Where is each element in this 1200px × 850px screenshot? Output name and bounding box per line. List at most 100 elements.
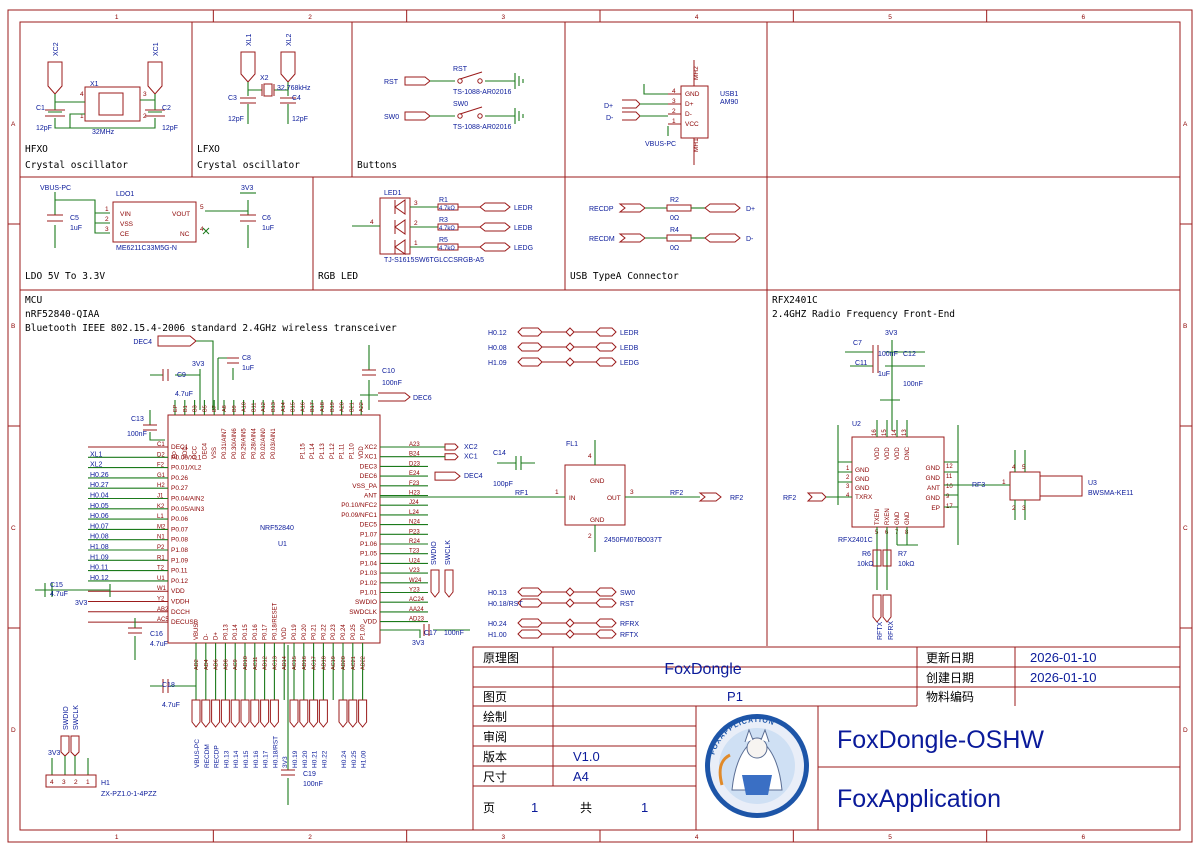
- mcu-net-bottom: H0.16: [253, 750, 260, 768]
- rfx-pin-name: GND: [855, 485, 870, 492]
- rfx-pin-name: ANT: [927, 485, 940, 492]
- mcu-pin-num: AC21: [351, 656, 357, 670]
- tb-project: FoxDongle-OSHW: [837, 726, 1044, 754]
- mcu-pin-num: A14: [281, 402, 287, 412]
- c10-ref: C10: [382, 368, 395, 375]
- mcu-pin-num: AC17: [312, 656, 318, 670]
- ldo-title: LDO 5V To 3.3V: [25, 271, 105, 282]
- button-net-label: SW0: [384, 114, 399, 121]
- h1-pin: 1: [86, 779, 90, 786]
- mcu-pin-num: B15: [291, 402, 297, 412]
- tb-label-total: 共: [580, 801, 592, 815]
- usb1-pin-num: 4: [672, 88, 676, 95]
- mcu-pin-num: B24: [409, 452, 420, 458]
- resistor-ref: R2: [670, 197, 679, 204]
- mcu-pin-num: Y2: [157, 597, 165, 603]
- netmap-from: H0.08: [488, 345, 507, 352]
- c1-ref: C1: [36, 105, 45, 112]
- title-block: 原理图 FoxDongle 更新日期 2026-01-10 创建日期 2026-…: [472, 646, 1181, 831]
- rfx-pin-name: GND: [926, 495, 941, 502]
- mcu-pin-num: AD22: [361, 656, 367, 670]
- fl1-pin-num: 1: [555, 489, 559, 496]
- mcu-pin-name: P0.22: [321, 624, 327, 640]
- led-net-label: LEDB: [514, 225, 533, 232]
- mcu-pin-num: B17: [310, 402, 316, 412]
- rfx-pin-name: TXEN: [875, 509, 881, 525]
- usb1-ref: USB1: [720, 91, 738, 98]
- mcu-net-port: [309, 699, 319, 728]
- u3-pin: 5: [1022, 464, 1026, 471]
- mcu-pin-num: B11: [251, 403, 257, 412]
- rfx-pin-name: VDD: [895, 447, 901, 460]
- mcu-pin-num: E24: [409, 471, 420, 477]
- button-net-port: [404, 111, 431, 121]
- mcu-pin-num: A8: [222, 405, 228, 412]
- mcu-pin-num: AD14: [282, 656, 288, 670]
- mcu-pin-name: P1.15: [300, 443, 306, 459]
- netmap-link: [542, 598, 596, 608]
- mcu-net-bottom: H0.20: [302, 750, 309, 768]
- mcu-pin-num: W24: [409, 578, 422, 584]
- mcu-pin-num: AD12: [263, 656, 269, 670]
- hfxo-title: HFXO: [25, 144, 48, 155]
- rfx-rf3-net: RF3: [972, 482, 985, 489]
- c5-ref: C5: [70, 215, 79, 222]
- h1-net-swdio: SWDIO: [63, 706, 70, 730]
- mcu-pin-num: D23: [409, 461, 421, 467]
- mcu-pin-num: AD6: [214, 659, 220, 670]
- mcu-net-bottom: H0.13: [223, 750, 230, 768]
- rfx-pin-name: RXEN: [885, 508, 891, 525]
- mcu-net-port: [358, 699, 368, 728]
- ldo-pin-num: 5: [200, 204, 204, 211]
- mcu-3v3-right: 3V3: [412, 640, 425, 647]
- mcu-net-left: H0.26: [90, 472, 109, 479]
- usb1-pin-num: 1: [672, 118, 676, 125]
- mcu-pin-num: R24: [409, 539, 421, 545]
- tb-company: FoxApplication: [837, 785, 1001, 813]
- mcu-net-left: H0.06: [90, 513, 109, 520]
- c17-ref: C17: [424, 630, 437, 637]
- mcu-pin-name: DEC1: [171, 444, 189, 451]
- mcu-pin-name: VDD: [282, 627, 288, 640]
- mcu-pin-name: P1.11: [340, 443, 346, 459]
- c14-value: 100pF: [493, 481, 513, 488]
- c5-value: 1uF: [70, 225, 82, 232]
- led1-pin: 1: [414, 240, 418, 247]
- mcu-pin-name: P0.14: [233, 624, 239, 640]
- x2-value: 32.768kHz: [277, 85, 311, 92]
- mcu-pin-name: P0.18/RESET: [272, 602, 278, 640]
- mcu-net-port: [318, 699, 328, 728]
- frame-column-label: 1: [115, 14, 119, 21]
- netmap-from: H0.13: [488, 590, 507, 597]
- c16-value: 4.7uF: [150, 641, 168, 648]
- mcu-pin-num: AD4: [204, 659, 210, 670]
- mcu-pin-name: P0.01/XL2: [171, 465, 202, 472]
- mcu-pin-num: M2: [157, 524, 166, 530]
- mcu-pin-name: P1.00: [361, 624, 367, 640]
- usb1-net-dp: D+: [604, 103, 613, 110]
- mcu-pin-name: VDD: [171, 588, 185, 595]
- mcu-pin-name: P0.30/AIN6: [232, 428, 238, 459]
- net-xl2: XL2: [286, 33, 293, 46]
- company-logo: FOXAPPLICATION: [705, 714, 809, 818]
- button-part: TS-1088-AR02016: [453, 124, 511, 131]
- resistor-value: 4.7kΩ: [439, 226, 455, 232]
- mcu-swd-port: [444, 569, 454, 598]
- mcu-pin-num: AC19: [331, 656, 337, 670]
- mcu-pin-num: K2: [157, 504, 165, 510]
- frame-row-label: D: [1183, 727, 1188, 734]
- mcu-net-left: H0.08: [90, 534, 109, 541]
- mcu-pin-num: AC9: [233, 659, 239, 670]
- mcu-pin-num: J1: [157, 494, 164, 500]
- c17-value: 100nF: [444, 630, 464, 637]
- mcu-pin-name: XC1: [364, 454, 377, 461]
- c3-ref: C3: [228, 95, 237, 102]
- mcu-pin-name: VDD: [363, 619, 377, 626]
- rfx-pin-name: GND: [855, 467, 870, 474]
- mcu-pin-num: B7: [212, 405, 218, 412]
- rfx-pin-name: GND: [926, 475, 941, 482]
- switch-contact: [477, 78, 483, 84]
- c7-ref: C7: [853, 340, 862, 347]
- usb-net-left: RECDM: [589, 236, 615, 243]
